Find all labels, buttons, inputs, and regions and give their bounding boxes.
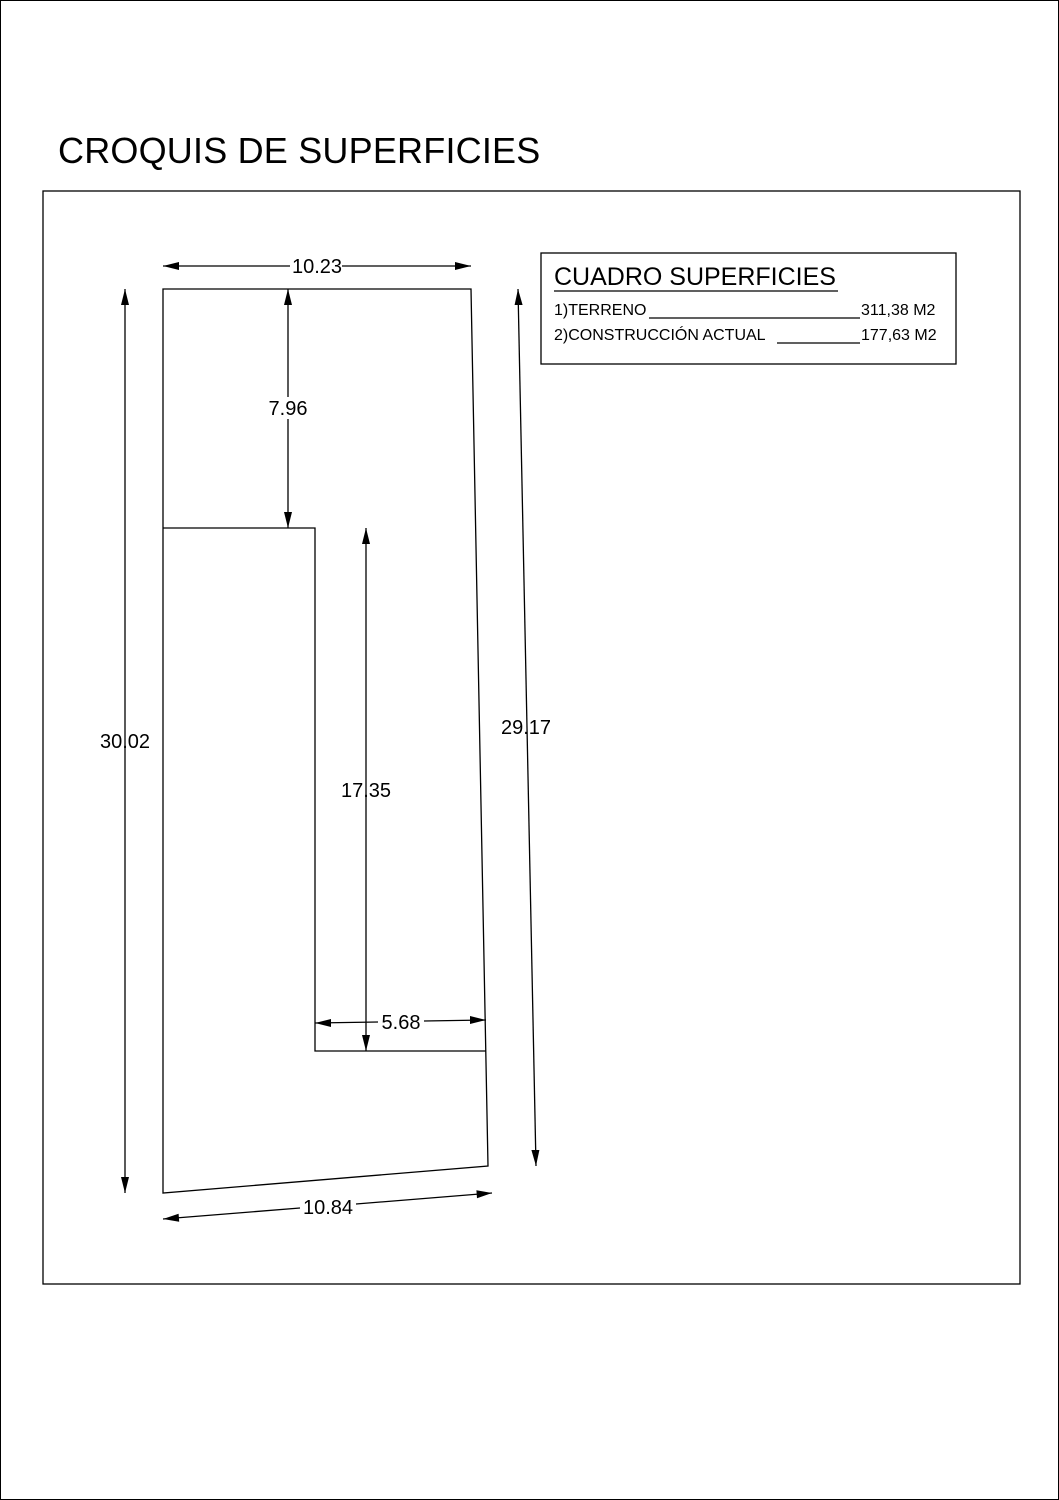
areas-table-row: 2)CONSTRUCCIÓN ACTUAL 177,63 M2 bbox=[554, 325, 937, 344]
dimension-bottom-width: 10.84 bbox=[162, 1190, 493, 1222]
areas-row-label: 1)TERRENO bbox=[554, 302, 646, 319]
dimension-label-left-length: 30.02 bbox=[100, 731, 150, 753]
areas-table: CUADRO SUPERFICIES 1)TERRENO 311,38 M2 2… bbox=[540, 252, 957, 365]
areas-row-label: 2)CONSTRUCCIÓN ACTUAL bbox=[554, 325, 766, 344]
areas-table-border bbox=[540, 252, 957, 365]
page-title: CROQUIS DE SUPERFICIES bbox=[58, 130, 541, 171]
lot-outline bbox=[162, 288, 489, 1194]
areas-table-row: 1)TERRENO 311,38 M2 bbox=[554, 302, 936, 319]
dimension-label-right-length: 29.17 bbox=[501, 717, 551, 739]
dimension-inner-length: 17.35 bbox=[341, 528, 391, 1051]
dimension-right-length: 29.17 bbox=[501, 288, 551, 1167]
areas-row-value: 177,63 M2 bbox=[861, 327, 937, 344]
dimension-label-bottom-width: 10.84 bbox=[303, 1197, 353, 1219]
dimension-label-inner-length: 17.35 bbox=[341, 780, 391, 802]
construction-outline bbox=[163, 527, 486, 1052]
dimension-label-upper-depth: 7.96 bbox=[269, 398, 308, 420]
dimension-inner-width: 5.68 bbox=[314, 1012, 487, 1034]
dimension-label-top-width: 10.23 bbox=[292, 256, 342, 278]
dimension-left-length: 30.02 bbox=[100, 289, 150, 1193]
drawing-frame bbox=[42, 190, 1021, 1285]
dimension-label-inner-width: 5.68 bbox=[382, 1012, 421, 1034]
areas-table-title: CUADRO SUPERFICIES bbox=[554, 263, 836, 291]
areas-row-value: 311,38 M2 bbox=[861, 302, 936, 319]
dimension-upper-depth: 7.96 bbox=[266, 289, 310, 528]
dimension-top-width: 10.23 bbox=[163, 256, 471, 278]
